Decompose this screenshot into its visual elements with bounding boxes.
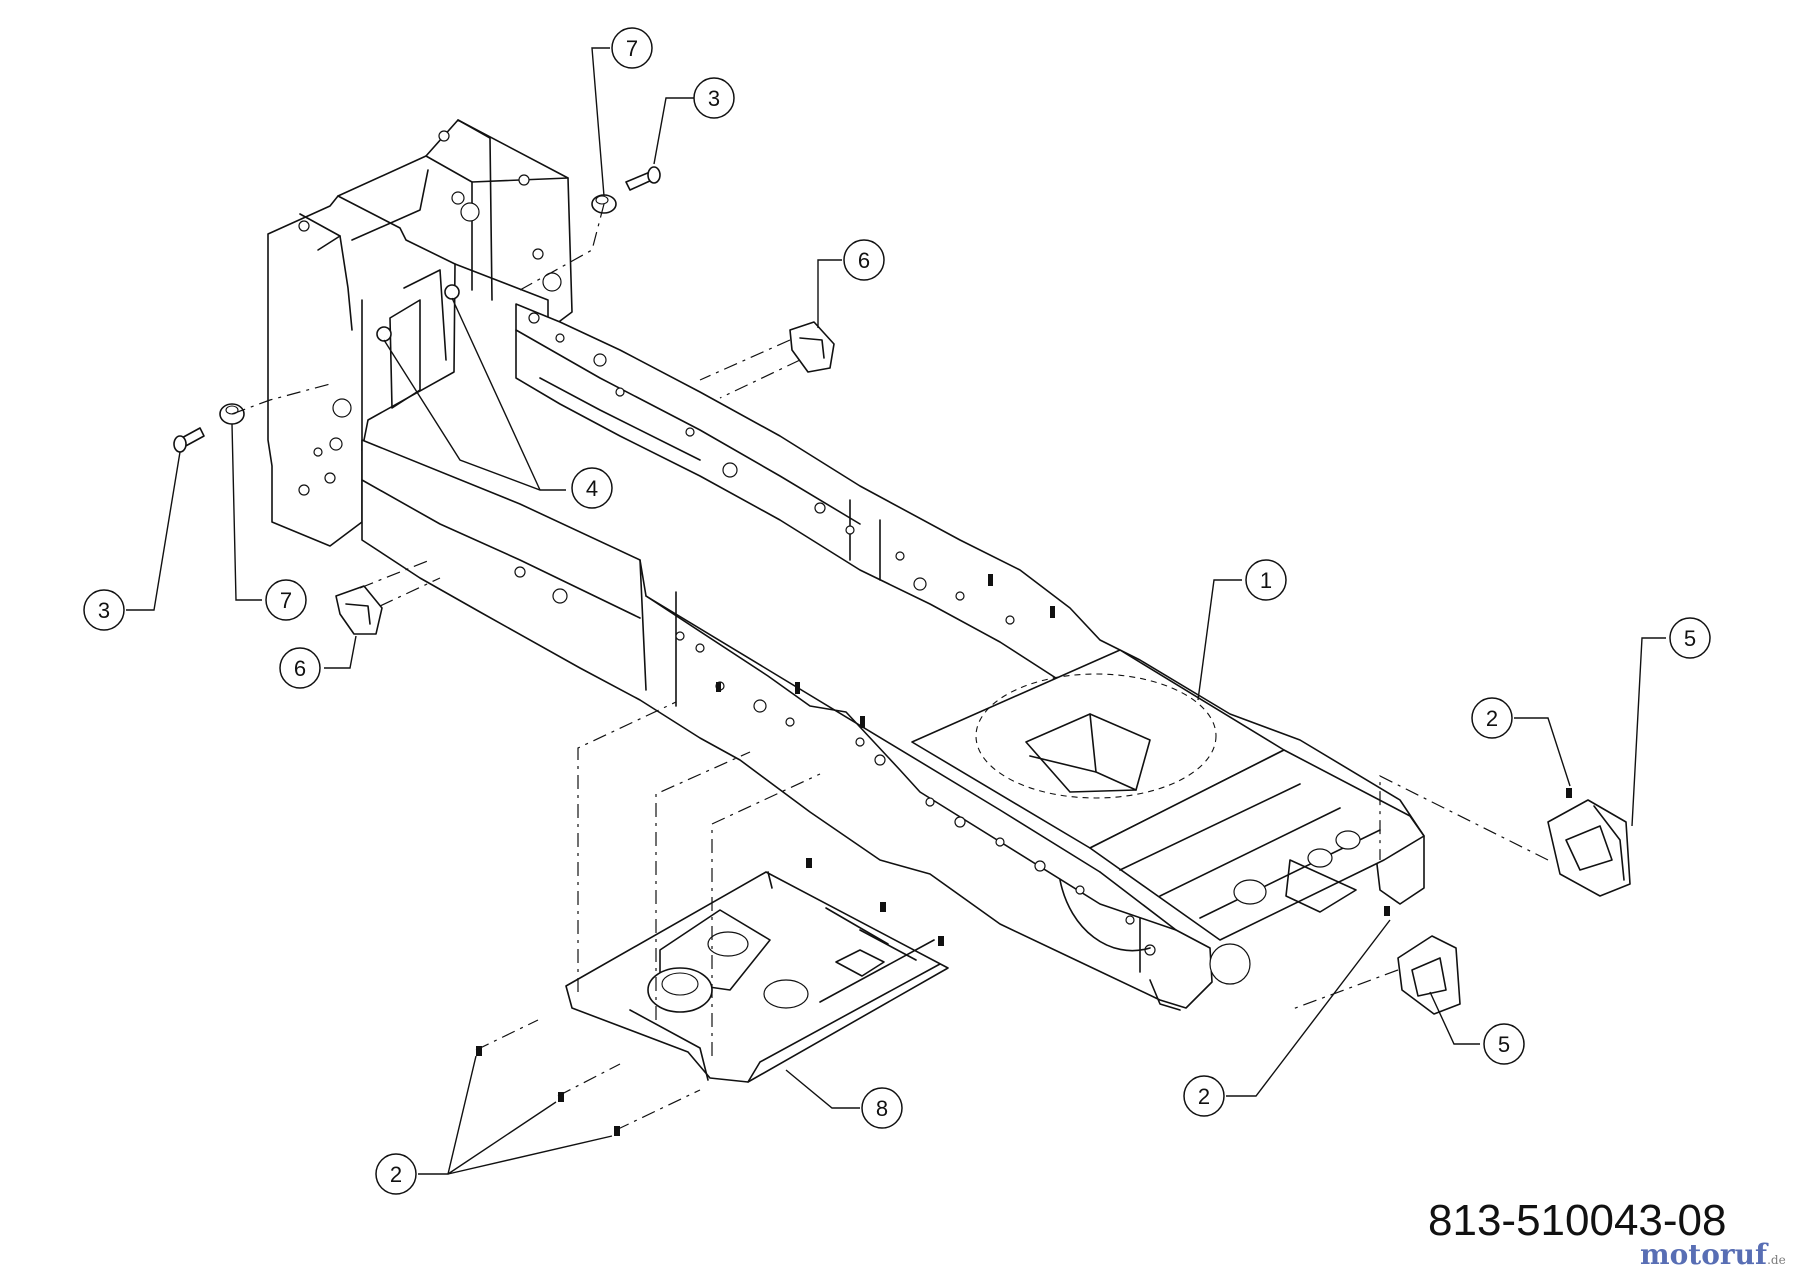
- callout-label: 2: [390, 1162, 402, 1187]
- watermark-logo: motoruf.de: [1640, 1238, 1786, 1271]
- leader-lines: [126, 47, 1666, 1175]
- callout-2-mid: 2: [1183, 1075, 1225, 1117]
- callout-label: 6: [858, 248, 870, 273]
- callout-6-top: 6: [843, 239, 885, 281]
- callout-5-right: 5: [1669, 617, 1711, 659]
- watermark-text: motoruf: [1640, 1238, 1768, 1271]
- callout-6-left: 6: [279, 647, 321, 689]
- callout-label: 6: [294, 656, 306, 681]
- main-frame: [267, 119, 1425, 1011]
- callout-label: 3: [708, 86, 720, 111]
- callout-3-left: 3: [83, 589, 125, 631]
- callout-label: 7: [626, 36, 638, 61]
- callout-label: 5: [1684, 626, 1696, 651]
- callout-label: 7: [280, 588, 292, 613]
- callout-3-top: 3: [693, 77, 735, 119]
- skid-plate: [565, 871, 949, 1083]
- callout-5-low: 5: [1483, 1023, 1525, 1065]
- callout-label: 2: [1198, 1084, 1210, 1109]
- watermark-suffix: .de: [1767, 1253, 1786, 1267]
- callout-label: 2: [1486, 706, 1498, 731]
- callout-7-top: 7: [611, 27, 653, 69]
- callout-2-left: 2: [375, 1153, 417, 1195]
- callout-8: 8: [861, 1087, 903, 1129]
- callout-7-left: 7: [265, 579, 307, 621]
- callout-4: 4: [571, 467, 613, 509]
- diagram-part-number: 813-510043-08: [1428, 1196, 1727, 1245]
- callout-label: 4: [586, 476, 598, 501]
- assembly-lines: [231, 203, 1549, 1131]
- callout-label: 5: [1498, 1032, 1510, 1057]
- callout-1: 1: [1245, 559, 1287, 601]
- callout-2-right: 2: [1471, 697, 1513, 739]
- small-parts: [173, 166, 1631, 1136]
- callout-label: 8: [876, 1096, 888, 1121]
- callout-label: 3: [98, 598, 110, 623]
- callout-label: 1: [1260, 568, 1272, 593]
